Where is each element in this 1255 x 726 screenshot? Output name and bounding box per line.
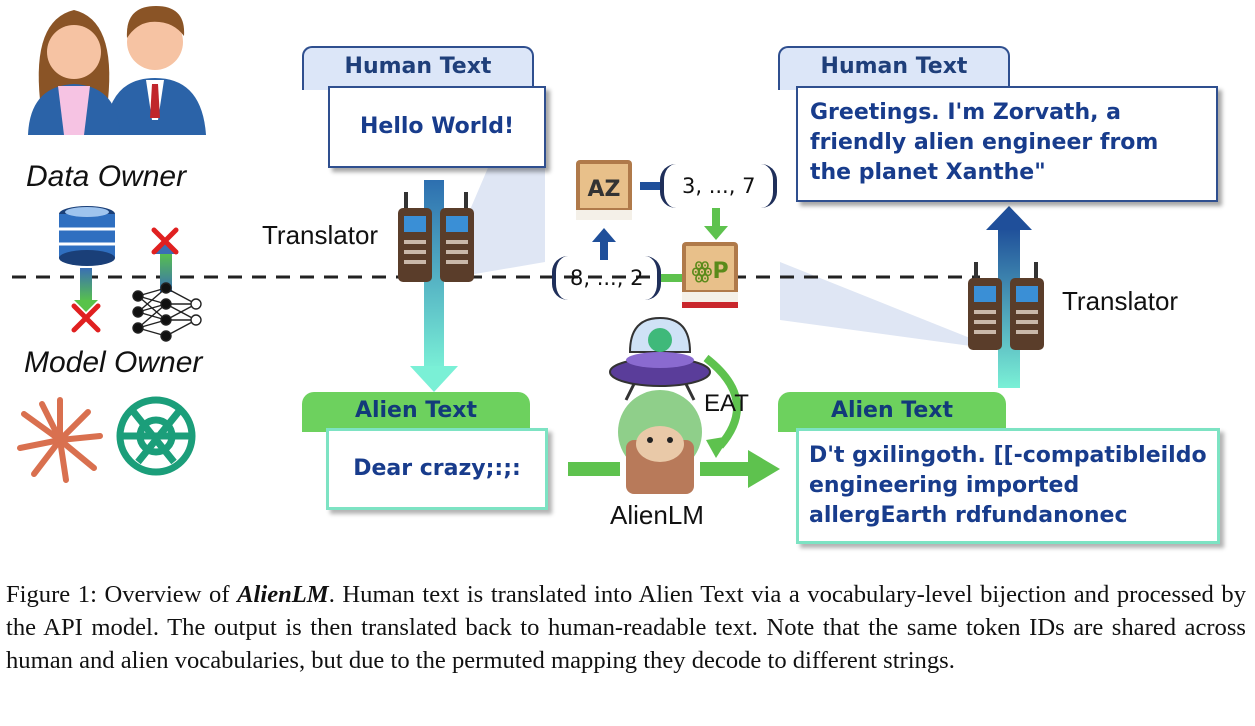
alienlm-overview-diagram: AZ ꙮP bbox=[12, 6, 1220, 544]
right-alien-text-tab: Alien Text bbox=[778, 392, 1006, 432]
alien-ufo-icon bbox=[609, 316, 711, 401]
blocked-x-icon-2 bbox=[151, 227, 179, 255]
svg-text:ꙮP: ꙮP bbox=[691, 259, 728, 284]
diagram-canvas: AZ ꙮP bbox=[12, 6, 1044, 494]
walkie-talkie-icon-right bbox=[968, 262, 1044, 350]
neural-network-icon bbox=[132, 282, 202, 342]
right-human-text-tab: Human Text bbox=[778, 46, 1010, 90]
caption-body: . Human text is translated into Alien Te… bbox=[6, 581, 1246, 674]
token-ids-bottom: 8, ..., 2 bbox=[552, 256, 662, 300]
model-owner-label: Model Owner bbox=[24, 346, 203, 379]
human-vocab-book-icon: AZ bbox=[576, 160, 632, 220]
alpaca-icon bbox=[618, 390, 702, 494]
database-icon bbox=[59, 206, 115, 266]
knot-model-icon bbox=[116, 396, 196, 476]
right-human-text-box: Greetings. I'm Zorvath, a friendly alien… bbox=[796, 86, 1218, 202]
left-translator-label: Translator bbox=[262, 220, 379, 250]
caption-prefix: Figure 1: Overview of bbox=[6, 581, 238, 608]
left-human-text-box: Hello World! bbox=[328, 86, 546, 168]
left-alien-text-box: Dear crazy;:;: bbox=[326, 428, 548, 510]
caption-model-name: AlienLM bbox=[237, 581, 329, 608]
eat-label: EAT bbox=[704, 390, 749, 417]
alienlm-label: AlienLM bbox=[610, 500, 704, 530]
people-icon bbox=[28, 6, 206, 135]
left-alien-text-tab: Alien Text bbox=[302, 392, 530, 432]
input-arrow bbox=[568, 462, 620, 476]
svg-text:AZ: AZ bbox=[588, 177, 621, 202]
starburst-model-icon bbox=[17, 397, 103, 483]
figure-caption: Figure 1: Overview of AlienLM. Human tex… bbox=[6, 578, 1246, 677]
right-alien-text-box: D't gxilingoth. [[-compatibleildo engine… bbox=[796, 428, 1220, 544]
eat-arrow bbox=[703, 354, 741, 449]
data-owner-label: Data Owner bbox=[26, 160, 187, 193]
alien-vocab-book-icon: ꙮP bbox=[682, 242, 738, 308]
output-arrow bbox=[700, 462, 750, 476]
blocked-x-icon bbox=[71, 303, 101, 333]
walkie-talkie-icon-left bbox=[398, 192, 474, 282]
token-ids-top: 3, ..., 7 bbox=[660, 164, 778, 208]
left-human-text-tab: Human Text bbox=[302, 46, 534, 90]
right-translator-label: Translator bbox=[1062, 286, 1179, 316]
